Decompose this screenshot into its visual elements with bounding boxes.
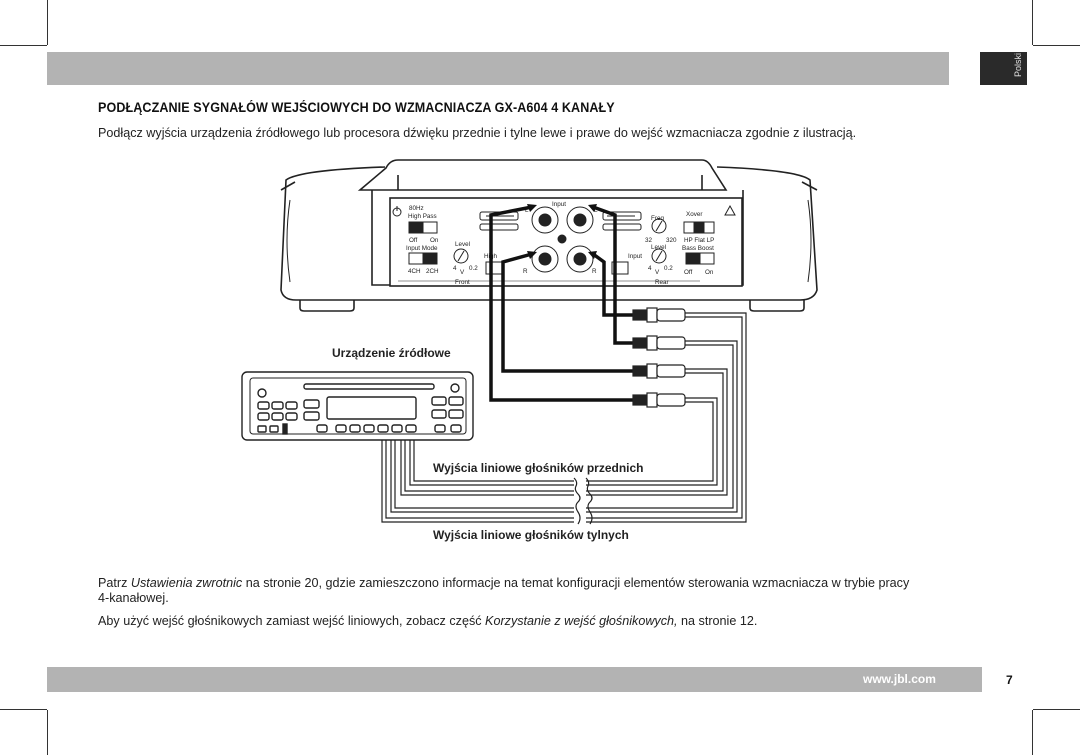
svg-text:Level: Level (455, 241, 470, 248)
text: na stronie 20, gdzie zamieszczono inform… (242, 576, 910, 590)
xref-crossover: Ustawienia zwrotnic (130, 576, 243, 590)
svg-text:Off: Off (684, 269, 693, 276)
header-bar (47, 52, 949, 85)
svg-text:On: On (430, 237, 439, 244)
svg-text:0.2: 0.2 (469, 265, 478, 272)
svg-text:Off: Off (409, 237, 418, 244)
svg-text:80Hz: 80Hz (409, 205, 424, 212)
crop-mark (1033, 45, 1080, 46)
svg-text:L: L (525, 207, 529, 214)
cable-break (573, 477, 593, 525)
footer-url[interactable]: www.jbl.com (863, 672, 936, 686)
crop-mark (1032, 710, 1033, 755)
rear-outputs-label: Wyjścia liniowe głośników tylnych (433, 528, 629, 542)
intro-paragraph: Podłącz wyjścia urządzenia źródłowego lu… (98, 126, 857, 140)
svg-text:2CH: 2CH (426, 268, 439, 275)
svg-text:R: R (592, 268, 597, 275)
svg-text:High Pass: High Pass (408, 213, 437, 220)
crop-mark (0, 45, 47, 46)
xref-speaker-inputs: Korzystanie z wejść głośnikowych, (485, 614, 678, 628)
svg-text:Level: Level (651, 244, 666, 251)
crop-mark (1033, 709, 1080, 710)
section-heading: PODŁĄCZANIE SYGNAŁÓW WEJŚCIOWYCH DO WZMA… (98, 100, 615, 115)
crop-mark (1032, 0, 1033, 45)
page-number: 7 (1006, 673, 1013, 687)
svg-text:4: 4 (648, 265, 652, 272)
footer-bar (47, 667, 982, 692)
svg-text:4: 4 (453, 265, 457, 272)
svg-text:4CH: 4CH (408, 268, 421, 275)
svg-text:0.2: 0.2 (664, 265, 673, 272)
crop-mark (0, 709, 47, 710)
speaker-inputs-paragraph: Aby użyć wejść głośnikowych zamiast wejś… (98, 614, 757, 629)
svg-text:R: R (523, 268, 528, 275)
svg-text:Input: Input (552, 201, 566, 208)
svg-text:Freq: Freq (651, 215, 664, 222)
head-unit (241, 371, 474, 441)
rca-plugs (632, 307, 686, 408)
svg-text:L: L (594, 207, 598, 214)
amplifier (280, 159, 818, 312)
arrows (527, 204, 597, 259)
svg-text:Front: Front (455, 279, 470, 286)
svg-text:V: V (460, 269, 465, 276)
line-cables (381, 312, 747, 523)
text: Patrz (98, 576, 131, 590)
svg-text:Rear: Rear (655, 279, 669, 286)
amp-controls (392, 204, 736, 282)
text: Aby użyć wejść głośnikowych zamiast wejś… (98, 614, 486, 628)
svg-text:32: 32 (645, 237, 653, 244)
svg-text:HP Flat LP: HP Flat LP (684, 237, 714, 244)
svg-text:Input: Input (628, 253, 642, 260)
amp-panel-labels: 80Hz High Pass Off On Input Mode Level 4… (406, 201, 714, 286)
svg-text:320: 320 (666, 237, 677, 244)
svg-text:V: V (655, 269, 660, 276)
crop-mark (47, 0, 48, 45)
rca-cables (489, 205, 633, 402)
text: na stronie 12. (677, 614, 758, 628)
front-outputs-label: Wyjścia liniowe głośników przednich (433, 461, 644, 475)
crossover-paragraph: Patrz Ustawienia zwrotnic na stronie 20,… (98, 576, 909, 606)
language-tab: Polski (980, 52, 1027, 85)
source-device-label: Urządzenie źródłowe (332, 346, 451, 360)
svg-text:Input Mode: Input Mode (406, 245, 438, 252)
svg-text:Xover: Xover (686, 211, 702, 218)
svg-text:On: On (705, 269, 714, 276)
text: 4-kanałowej. (98, 591, 169, 605)
crop-mark (47, 710, 48, 755)
svg-text:Bass Boost: Bass Boost (682, 245, 714, 252)
